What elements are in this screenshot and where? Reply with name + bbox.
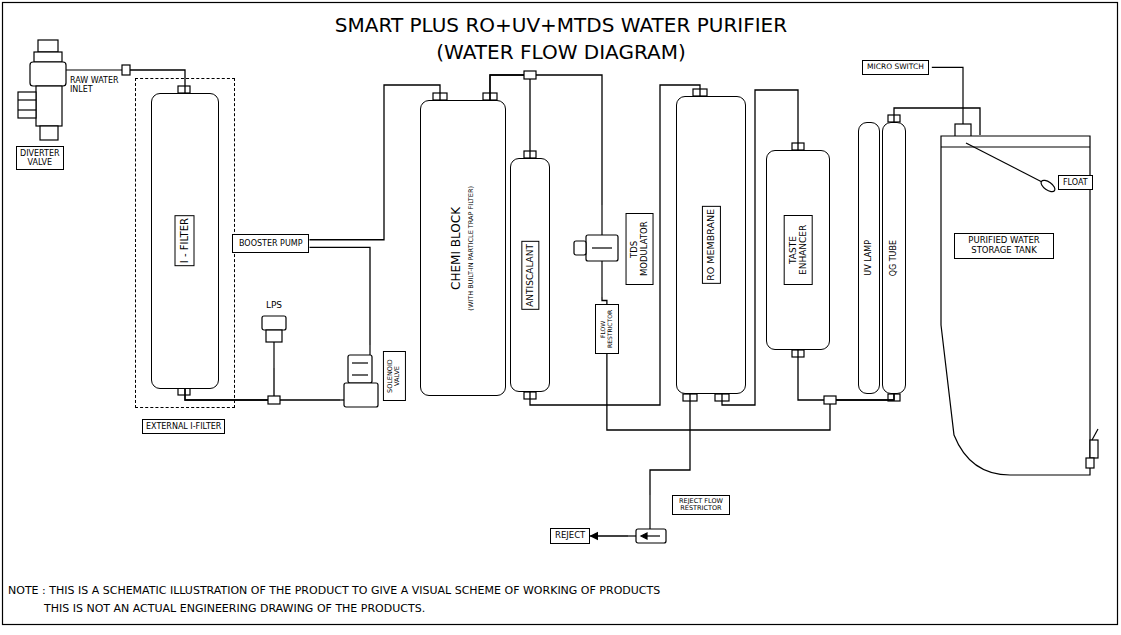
drawing-part: [601, 261, 602, 297]
drawing-part: [646, 535, 660, 536]
diagram-title: SMART PLUS RO+UV+MTDS WATER PURIFIER (WA…: [296, 12, 826, 66]
part-label: (WITH BUILT-IN PARTICLE TRAP FILTER): [468, 186, 475, 311]
reject-restrictor: REJECT FLOW RESTRICTOR: [628, 495, 732, 551]
tee-fitting: [824, 396, 836, 404]
part-label: UV LAMP: [864, 240, 873, 276]
filter-cartridge: TASTE ENHANCER: [766, 150, 830, 350]
pipe-connector: [590, 535, 628, 536]
filter-cartridge: ANTISCALANT: [510, 158, 550, 392]
filter-cartridge: I - FILTER: [151, 93, 219, 389]
reject-outlet: REJECT: [550, 528, 590, 544]
drawing-part: [34, 52, 62, 62]
part-label: FLOW RESTRICTOR: [600, 307, 614, 351]
flow-restrictor: FLOW RESTRICTOR: [595, 304, 619, 354]
part-label: REJECT: [555, 531, 585, 541]
drawing-part: [586, 235, 618, 261]
filter-housing: EXTERNAL I-FILTERI - FILTER: [135, 78, 235, 408]
part-label: PURIFIED WATER STORAGE TANK: [954, 233, 1054, 259]
pipe-connector: [309, 247, 370, 345]
drawing-part: [1092, 429, 1098, 440]
pipe-connector: [530, 85, 700, 405]
drawing-part: [592, 247, 612, 248]
drawing-part: [628, 535, 636, 536]
pressure-switch-drawing: [254, 300, 294, 368]
part-label: QG TUBE: [889, 240, 898, 276]
drawing-part: [66, 69, 130, 70]
part-label: TDS MODULATOR: [626, 213, 654, 285]
drawing-part: [941, 146, 1090, 147]
drawing-part: [273, 342, 274, 368]
drawing-part: [18, 92, 36, 118]
tee-fitting: [524, 71, 536, 79]
part-label: SOLENOID VALVE: [383, 351, 406, 401]
note-text: THIS IS NOT AN ACTUAL ENGINEERING DRAWIN…: [44, 603, 425, 616]
part-label: CHEMI BLOCK: [450, 207, 464, 290]
pressure-switch: LPS: [254, 300, 294, 368]
drawing-part: [18, 109, 36, 110]
drawing-part: [574, 241, 586, 255]
booster-pump: BOOSTER PUMP: [232, 234, 309, 253]
drawing-part: [30, 62, 66, 86]
leader-line: [932, 67, 963, 124]
drawing-part: [40, 126, 58, 140]
pipe-connector: [602, 297, 607, 304]
drawing-part: [352, 362, 368, 363]
drawing-part: [352, 374, 368, 375]
frame: [3, 3, 1118, 625]
drawing-part: [36, 86, 62, 126]
part-label: EXTERNAL I-FILTER: [142, 419, 225, 434]
quartz-tube: QG TUBE: [882, 122, 906, 394]
drawing-part: [344, 383, 378, 407]
part-label: LPS: [254, 300, 294, 310]
pipe-connector: [650, 394, 690, 495]
drawing-part: [348, 355, 372, 383]
drawing-part: [369, 345, 370, 355]
drawing-part: [266, 330, 282, 342]
part-label: RAW WATER INLET: [70, 76, 130, 94]
pipe-connector: [185, 389, 340, 400]
diverter-valve: RAW WATER INLET DIVERTER VALVE: [12, 38, 130, 178]
drawing-part: [1039, 178, 1057, 194]
tee-fitting: [268, 396, 280, 404]
drawing-part: [966, 143, 1042, 182]
float-label: FLOAT: [1058, 175, 1093, 190]
drawing-part: [18, 99, 36, 100]
filter-cartridge: CHEMI BLOCK (WITH BUILT-IN PARTICLE TRAP …: [420, 100, 506, 396]
drawing-part: [1090, 440, 1098, 458]
drawing-part: [649, 495, 650, 529]
part-label: ANTISCALANT: [521, 241, 539, 310]
storage-tank: PURIFIED WATER STORAGE TANK FLOAT: [940, 135, 1100, 485]
part-label: TASTE ENHANCER: [784, 215, 813, 285]
pipe-connector: [894, 108, 980, 135]
part-label: FLOAT: [1063, 178, 1088, 187]
note-text: NOTE : THIS IS A SCHEMATIC ILLUSTRATION …: [8, 585, 660, 598]
drawing-part: [636, 529, 666, 543]
part-label: REJECT FLOW RESTRICTOR: [672, 495, 730, 515]
drawing-part: [122, 65, 130, 75]
drawing-part: [340, 399, 344, 400]
port: [178, 388, 190, 395]
part-label: BOOSTER PUMP: [237, 237, 304, 250]
drawing-part: [641, 533, 647, 539]
part-label: MICRO SWITCH: [867, 63, 924, 72]
part-label: RO MEMBRANE: [702, 206, 721, 284]
port: [178, 86, 190, 93]
membrane-cartridge: RO MEMBRANE: [676, 96, 746, 394]
drawing-part: [262, 316, 286, 330]
switch-label: MICRO SWITCH: [862, 60, 929, 75]
drawing-part: [941, 136, 1090, 475]
pipe-connector: [130, 70, 185, 93]
solenoid-valve: SOLENOID VALVE: [340, 345, 402, 413]
part-label: DIVERTER VALVE: [16, 146, 64, 170]
drawing-part: [38, 40, 58, 52]
pipe-connector: [607, 354, 894, 430]
tds-modulator: TDS MODULATOR: [572, 205, 652, 297]
drawing-part: [1086, 458, 1094, 468]
part-label: I - FILTER: [175, 215, 195, 266]
uv-lamp: UV LAMP: [858, 122, 880, 394]
drawing-part: [601, 205, 602, 235]
